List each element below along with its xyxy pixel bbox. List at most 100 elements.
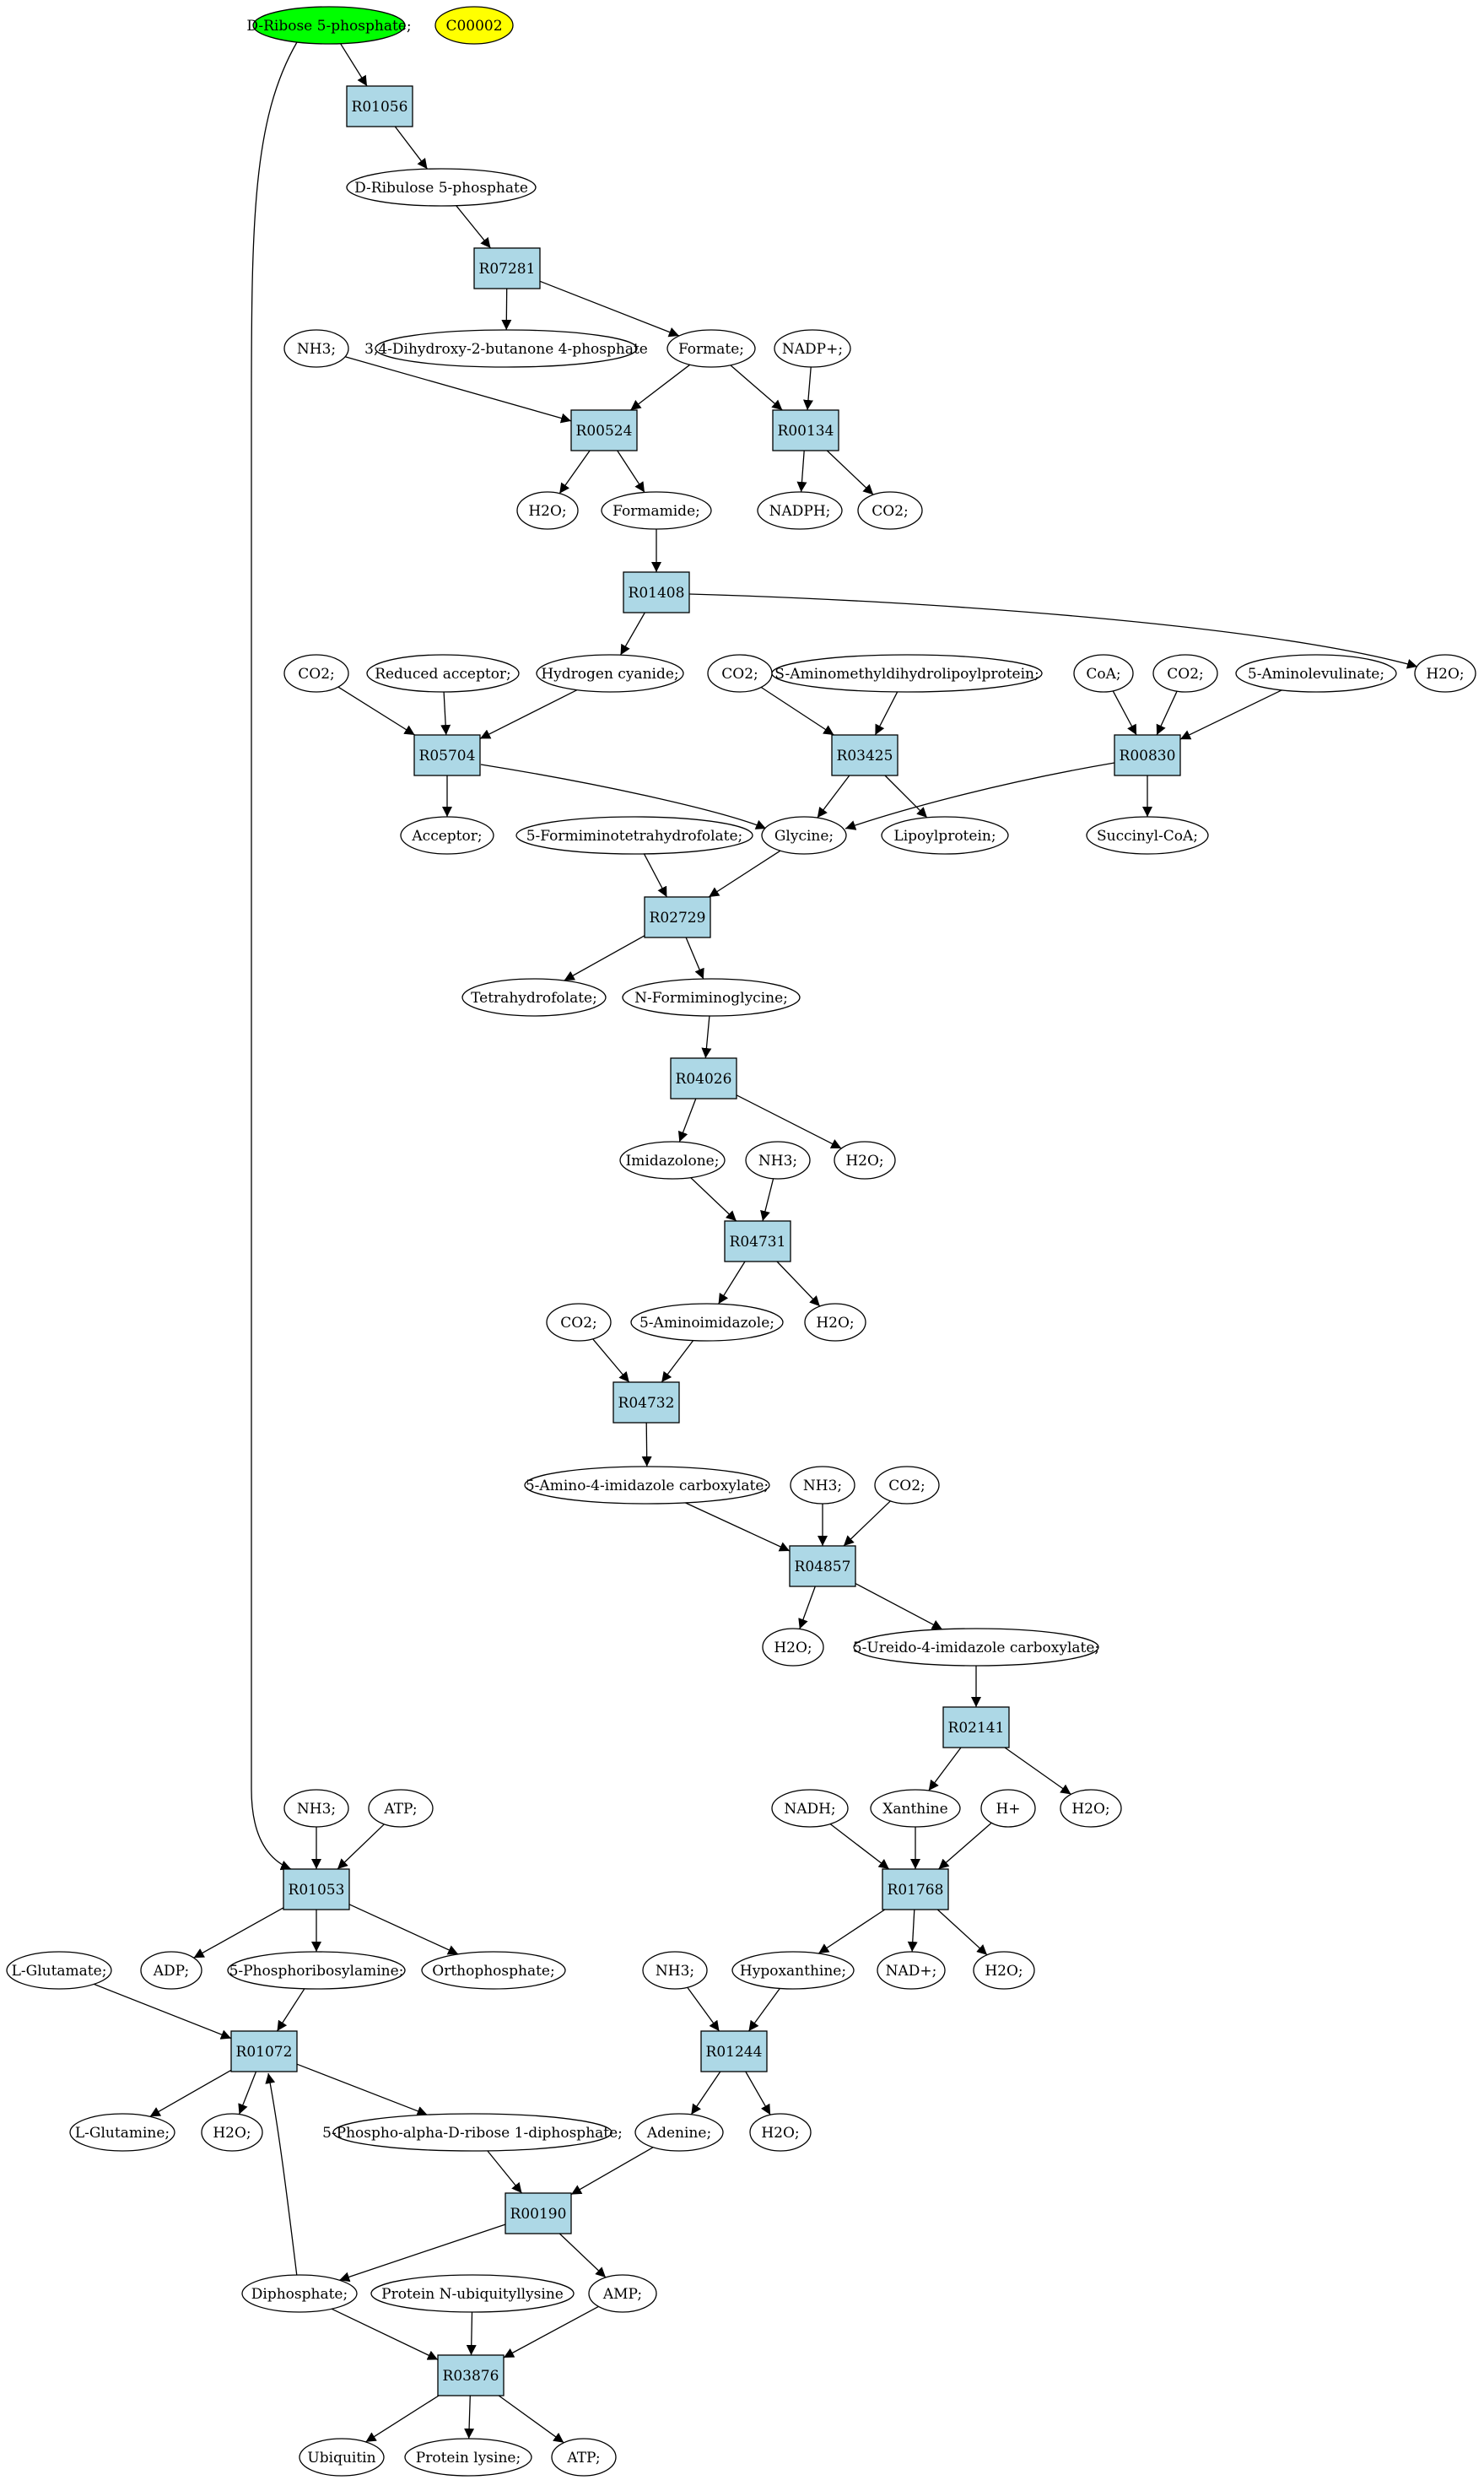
compound-node[interactable]: D-Ribose 5-phosphate; [246, 6, 412, 45]
reaction-node[interactable]: R03876 [437, 2354, 505, 2396]
compound-node[interactable]: CO2; [1152, 654, 1218, 693]
compound-node[interactable]: Protein N-ubiquityllysine [370, 2274, 575, 2313]
compound-node[interactable]: 5-Ureido-4-imidazole carboxylate; [853, 1628, 1099, 1667]
compound-node[interactable]: Lipoylprotein; [881, 816, 1009, 855]
reaction-node[interactable]: R03425 [831, 734, 898, 776]
reaction-node[interactable]: R00524 [570, 409, 638, 451]
compound-node[interactable]: 5-Aminoimidazole; [630, 1303, 784, 1342]
reaction-node[interactable]: R01072 [230, 2030, 298, 2072]
reaction-node[interactable]: R01408 [623, 571, 690, 613]
compound-ellipse [881, 816, 1009, 855]
compound-node[interactable]: NADP+; [774, 329, 851, 368]
compound-node[interactable]: 5-Aminolevulinate; [1235, 654, 1397, 693]
edge-c_5a4ic-to-R04857 [685, 1502, 791, 1552]
compound-node[interactable]: Formamide; [601, 491, 712, 530]
compound-node[interactable]: S-Aminomethyldihydrolipoylprotein; [771, 654, 1043, 693]
compound-node[interactable]: Succinyl-CoA; [1086, 816, 1209, 855]
compound-node[interactable]: 5-Amino-4-imidazole carboxylate; [524, 1466, 770, 1505]
compound-ellipse [1073, 654, 1134, 693]
compound-node[interactable]: Acceptor; [400, 816, 494, 855]
compound-node[interactable]: H2O; [973, 1951, 1035, 1990]
compound-node[interactable]: Ubiquitin [299, 2438, 385, 2477]
reaction-node[interactable]: R07281 [473, 247, 541, 289]
compound-node[interactable]: ADP; [140, 1951, 202, 1990]
reaction-box [505, 2192, 572, 2234]
compound-node[interactable]: H2O; [834, 1141, 896, 1180]
reaction-node[interactable]: R02141 [942, 1706, 1010, 1748]
reaction-label: R01072 [236, 2044, 293, 2061]
compound-node[interactable]: H2O; [804, 1303, 866, 1342]
compound-node[interactable]: AMP; [588, 2274, 657, 2313]
compound-node[interactable]: CO2; [857, 491, 923, 530]
compound-node[interactable]: NADH; [771, 1789, 849, 1828]
compound-ellipse [346, 168, 537, 207]
compound-node[interactable]: 5-Phospho-alpha-D-ribose 1-diphosphate; [322, 2113, 623, 2152]
compound-node[interactable]: Imidazolone; [619, 1141, 726, 1180]
reaction-label: R02141 [948, 1720, 1005, 1737]
compound-ellipse [634, 2113, 724, 2152]
compound-node[interactable]: ATP; [368, 1789, 434, 1828]
compound-node[interactable]: Glycine; [761, 816, 847, 855]
compound-node[interactable]: 5-Phosphoribosylamine; [227, 1951, 406, 1990]
reaction-node[interactable]: R00190 [505, 2192, 572, 2234]
reaction-node[interactable]: R05704 [413, 734, 481, 776]
compound-node[interactable]: CO2; [707, 654, 773, 693]
compound-node[interactable]: Hypoxanthine; [731, 1951, 855, 1990]
compound-node[interactable]: NH3; [745, 1141, 811, 1180]
compound-node[interactable]: D-Ribulose 5-phosphate [346, 168, 537, 207]
compound-node[interactable]: NADPH; [757, 491, 843, 530]
edge-c_nadp-to-R00134 [803, 366, 813, 411]
compound-node[interactable]: H+ [980, 1789, 1036, 1828]
compound-node[interactable]: Adenine; [634, 2113, 724, 2152]
compound-node[interactable]: Protein lysine; [404, 2438, 532, 2477]
compound-node[interactable]: NH3; [642, 1951, 708, 1990]
compound-node[interactable]: Reduced acceptor; [366, 654, 520, 693]
compound-node[interactable]: H2O; [749, 2113, 812, 2152]
compound-node[interactable]: 3,4-Dihydroxy-2-butanone 4-phosphate [364, 329, 648, 368]
reaction-node[interactable]: R04732 [612, 1381, 680, 1424]
compound-node[interactable]: Xanthine [870, 1789, 961, 1828]
reaction-node[interactable]: R01244 [700, 2030, 768, 2072]
compound-node[interactable]: Diphosphate; [241, 2274, 358, 2313]
reaction-node[interactable]: R00134 [772, 409, 839, 451]
compound-node[interactable]: L-Glutamate; [6, 1951, 112, 1990]
reaction-box [473, 247, 541, 289]
reaction-node[interactable]: R04857 [789, 1545, 856, 1587]
edges-layer [94, 41, 1418, 2444]
reaction-node[interactable]: R00830 [1114, 734, 1181, 776]
compound-node[interactable]: H2O; [516, 491, 579, 530]
compound-node[interactable]: H2O; [762, 1628, 824, 1667]
reaction-node[interactable]: R02729 [644, 896, 711, 938]
compound-ellipse [283, 1789, 349, 1828]
compound-node[interactable]: CoA; [1073, 654, 1134, 693]
compound-node[interactable]: L-Glutamine; [69, 2113, 175, 2152]
compound-node[interactable]: CO2; [546, 1303, 612, 1342]
compound-node[interactable]: 5-Formiminotetrahydrofolate; [515, 816, 753, 855]
reaction-node[interactable]: R01056 [346, 85, 413, 127]
compound-node[interactable]: ATP; [551, 2438, 617, 2477]
compound-node[interactable]: CO2; [874, 1466, 940, 1505]
compound-label: H2O; [845, 1153, 883, 1170]
compound-node[interactable]: Formate; [666, 329, 756, 368]
compound-node[interactable]: Tetrahydrofolate; [461, 978, 607, 1017]
compound-node[interactable]: NH3; [283, 1789, 349, 1828]
compound-node[interactable]: H2O; [1414, 654, 1476, 693]
reaction-node[interactable]: R01053 [283, 1868, 350, 1910]
compound-node[interactable]: H2O; [1060, 1789, 1122, 1828]
compound-label: D-Ribulose 5-phosphate [354, 180, 528, 197]
reaction-node[interactable]: R04026 [670, 1057, 737, 1100]
reaction-node[interactable]: R04731 [724, 1220, 791, 1262]
compound-node[interactable]: C00002 [434, 6, 514, 45]
compound-node[interactable]: NAD+; [877, 1951, 946, 1990]
compound-node[interactable]: H2O; [201, 2113, 263, 2152]
compound-label: ATP; [566, 2450, 600, 2466]
compound-node[interactable]: Orthophosphate; [421, 1951, 566, 1990]
compound-node[interactable]: CO2; [283, 654, 349, 693]
compound-ellipse [524, 1466, 770, 1505]
compound-node[interactable]: Hydrogen cyanide; [536, 654, 684, 693]
compound-node[interactable]: NH3; [790, 1466, 855, 1505]
compound-node[interactable]: NH3; [283, 329, 349, 368]
compound-node[interactable]: N-Formiminoglycine; [622, 978, 801, 1017]
reaction-node[interactable]: R01768 [882, 1868, 949, 1910]
compound-label: CoA; [1086, 666, 1120, 683]
